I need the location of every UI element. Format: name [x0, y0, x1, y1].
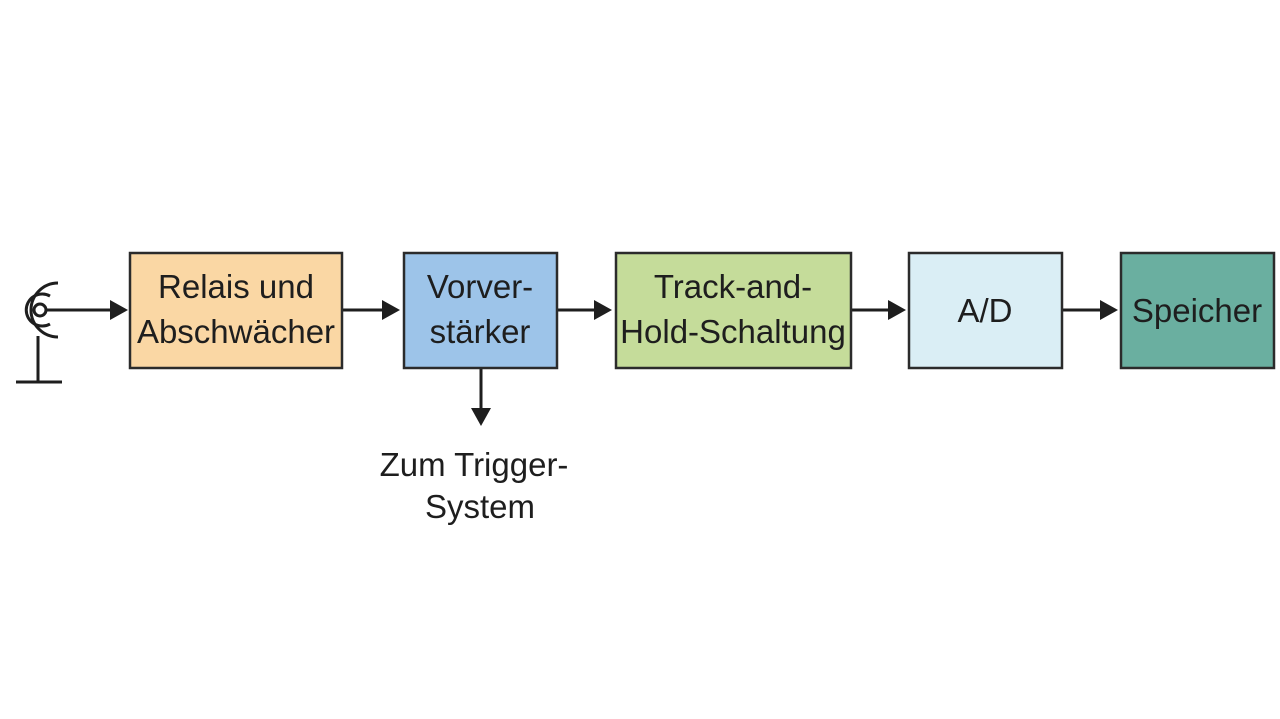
connector-vorverstaerker-to-track-hold — [557, 300, 612, 320]
block-ad-rect — [907, 251, 1064, 370]
block-relais-abschwaecher: Relais und Abschwächer — [128, 251, 344, 370]
block-track-hold-line-2: Hold-Schaltung — [620, 313, 846, 350]
trigger-note-line-1: Zum Trigger- — [380, 446, 569, 483]
block-speicher: Speicher — [1119, 251, 1276, 370]
block-track-hold-line-1: Track-and- — [654, 268, 812, 305]
block-track-hold-rect — [614, 251, 853, 370]
block-relais-rect — [128, 251, 344, 370]
connector-track-hold-to-ad — [851, 300, 906, 320]
bnc-connector-icon — [16, 281, 62, 384]
block-relais-line-1: Relais und — [158, 268, 314, 305]
trigger-note-line-2: System — [425, 488, 535, 525]
connector-ad-to-speicher — [1062, 300, 1118, 320]
connector-input-to-relais — [46, 300, 128, 320]
connector-relais-to-vorverstaerker — [342, 300, 400, 320]
block-speicher-label: Speicher — [1132, 292, 1262, 329]
connector-vorverstaerker-to-trigger — [471, 368, 491, 426]
block-speicher-rect — [1119, 251, 1276, 370]
block-vorverstaerker-line-2: stärker — [430, 313, 531, 350]
block-track-and-hold: Track-and- Hold-Schaltung — [614, 251, 853, 370]
block-ad-wandler: A/D — [907, 251, 1064, 370]
block-relais-line-2: Abschwächer — [137, 313, 335, 350]
block-vorverstaerker-rect — [402, 251, 559, 370]
block-ad-label: A/D — [957, 292, 1012, 329]
block-vorverstaerker: Vorver- stärker — [402, 251, 559, 370]
trigger-system-note: Zum Trigger- System — [380, 446, 569, 525]
block-vorverstaerker-line-1: Vorver- — [427, 268, 533, 305]
